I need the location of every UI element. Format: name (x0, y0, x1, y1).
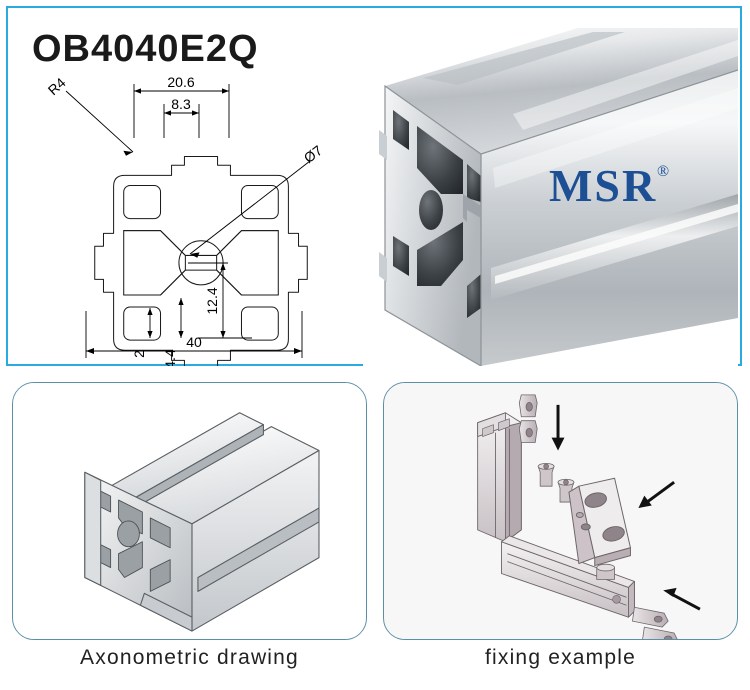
page-title: OB4040E2Q (32, 28, 259, 70)
fixing-example-svg (384, 383, 737, 639)
brand-logo: MSR (549, 160, 657, 211)
axonometric-svg (13, 383, 366, 639)
dim-label-12-4: 12.4 (204, 287, 220, 314)
bottom-row: Axonometric drawing fixing example (0, 382, 750, 690)
axonometric-caption: Axonometric drawing (80, 646, 299, 669)
dim-label-8-3: 8.3 (171, 96, 191, 112)
dim-label-4-4: 4.4 (162, 349, 178, 366)
fixing-example-card (383, 382, 738, 640)
product-photo: MSR ® (363, 18, 738, 366)
top-panel: OB4040E2Q (6, 6, 742, 366)
dim-label-40: 40 (186, 334, 202, 350)
cross-section-drawing: 20.6 8.3 R4 Ø7 12.4 2 4.4 40 (38, 66, 358, 366)
cad-svg: 20.6 8.3 R4 Ø7 12.4 2 4.4 40 (45, 74, 326, 366)
dim-label-bore: Ø7 (301, 142, 326, 166)
registered-trademark-icon: ® (657, 163, 669, 180)
dim-label-2: 2 (131, 350, 147, 358)
dim-label-r4: R4 (45, 74, 69, 98)
dim-label-20-6: 20.6 (167, 74, 194, 90)
axonometric-drawing-card (12, 382, 367, 640)
product-photo-svg: MSR ® (363, 18, 738, 366)
fixing-example-caption: fixing example (484, 646, 637, 669)
